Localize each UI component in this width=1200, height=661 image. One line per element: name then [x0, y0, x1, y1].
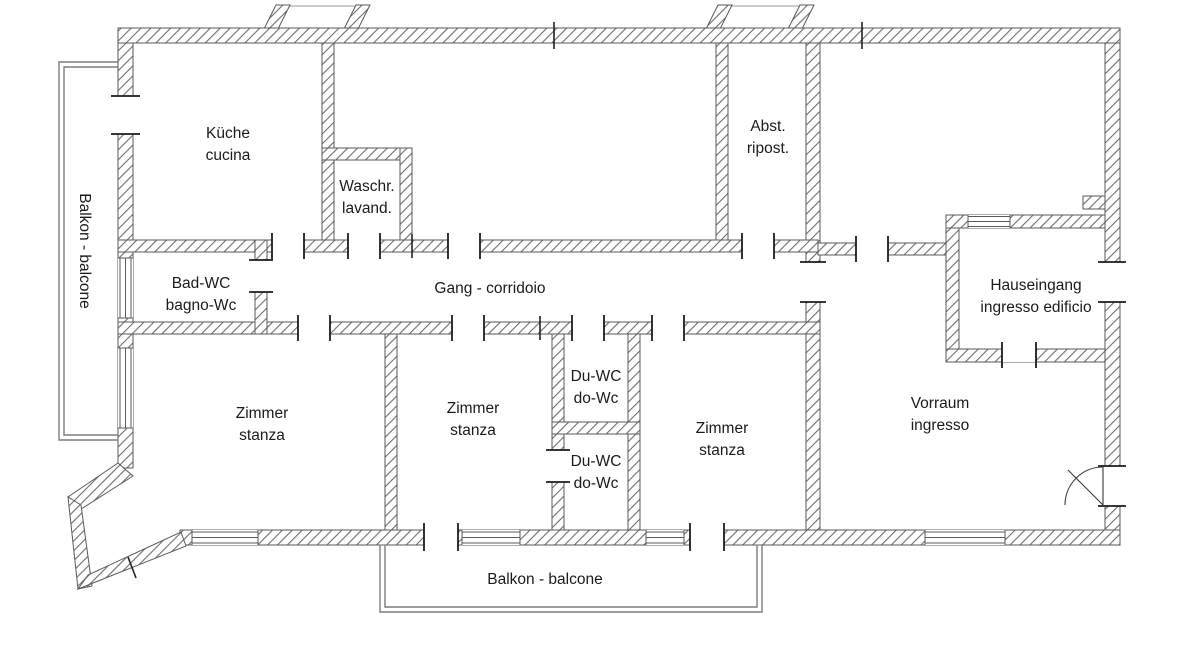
label-waschraum-it: lavand.: [342, 200, 392, 217]
label-balkon-links: Balkon - balcone: [76, 193, 93, 308]
label-bad-wc-it: bagno-Wc: [166, 297, 237, 314]
label-du-wc-oben-de: Du-WC: [571, 368, 622, 385]
door-opening-balkon-zimmer-mitte: [423, 523, 459, 551]
label-waschraum-de: Waschr.: [339, 178, 394, 195]
label-zimmer-rechts-it: stanza: [699, 442, 745, 459]
door-opening-balkon-zimmer-rechts: [689, 523, 725, 551]
label-zimmer-rechts-de: Zimmer: [696, 420, 749, 437]
door-opening-gang-vorraum: [800, 261, 826, 303]
balcony-bottom: [379, 545, 763, 613]
label-du-wc-unten-de: Du-WC: [571, 453, 622, 470]
label-vorraum-de: Vorraum: [911, 395, 970, 412]
label-zimmer-links-de: Zimmer: [236, 405, 289, 422]
door-opening-kueche: [271, 233, 305, 259]
door-opening-hauseingang: [1001, 342, 1037, 368]
label-zimmer-links-it: stanza: [239, 427, 285, 444]
door-opening-vorraum-rechts: [1064, 465, 1126, 507]
window-zimmer-mitte: [461, 530, 521, 545]
label-kueche-de: Küche: [206, 125, 250, 142]
label-balkon-unten: Balkon - balcone: [487, 571, 602, 588]
door-opening-du-wc-oben: [571, 315, 605, 341]
door-opening-waschraum: [347, 233, 381, 259]
door-openings: [111, 95, 1126, 551]
balcony-left: [58, 61, 118, 441]
door-opening-zimmer-links: [297, 315, 331, 341]
label-abstellraum-it: ripost.: [747, 140, 789, 157]
roof-protrusions: [263, 4, 815, 31]
label-du-wc-oben-it: do-Wc: [574, 390, 619, 407]
window-hauseingang: [967, 215, 1011, 228]
label-gang: Gang - corridoio: [434, 280, 545, 297]
door-opening-du-wc-unten: [546, 449, 570, 483]
label-zimmer-mitte-de: Zimmer: [447, 400, 500, 417]
interior-walls: [117, 42, 1106, 531]
door-opening-abstellraum: [741, 233, 775, 259]
label-hauseingang-de: Hauseingang: [990, 277, 1081, 294]
door-opening-zimmer-mitte: [451, 315, 485, 341]
label-zimmer-mitte-it: stanza: [450, 422, 496, 439]
label-bad-wc-de: Bad-WC: [172, 275, 231, 292]
label-kueche-it: cucina: [206, 147, 251, 164]
door-opening-bad-wc: [249, 259, 273, 293]
label-du-wc-unten-it: do-Wc: [574, 475, 619, 492]
window-zimmer-links-sued: [191, 530, 259, 545]
door-opening-mittelraum: [447, 233, 481, 259]
door-swing-arc: [1064, 466, 1104, 506]
label-abstellraum-de: Abst.: [750, 118, 785, 135]
windows: [118, 215, 1011, 545]
label-hauseingang-it: ingresso edificio: [980, 299, 1091, 316]
window-zimmer-links-west: [118, 347, 133, 429]
door-opening-zimmer-rechts: [651, 315, 685, 341]
room-labels: Küche cucina Waschr. lavand. Abst. ripos…: [76, 118, 1092, 588]
door-opening-gebaeude-eingang: [1098, 261, 1126, 303]
joint-ticks: [127, 22, 863, 579]
window-zimmer-rechts: [645, 530, 685, 545]
window-vorraum: [924, 530, 1006, 545]
window-bad-wc: [118, 257, 133, 319]
label-vorraum-it: ingresso: [911, 417, 970, 434]
door-opening-balkon-kueche: [111, 95, 140, 135]
door-opening-vorraum-oben: [855, 236, 889, 262]
